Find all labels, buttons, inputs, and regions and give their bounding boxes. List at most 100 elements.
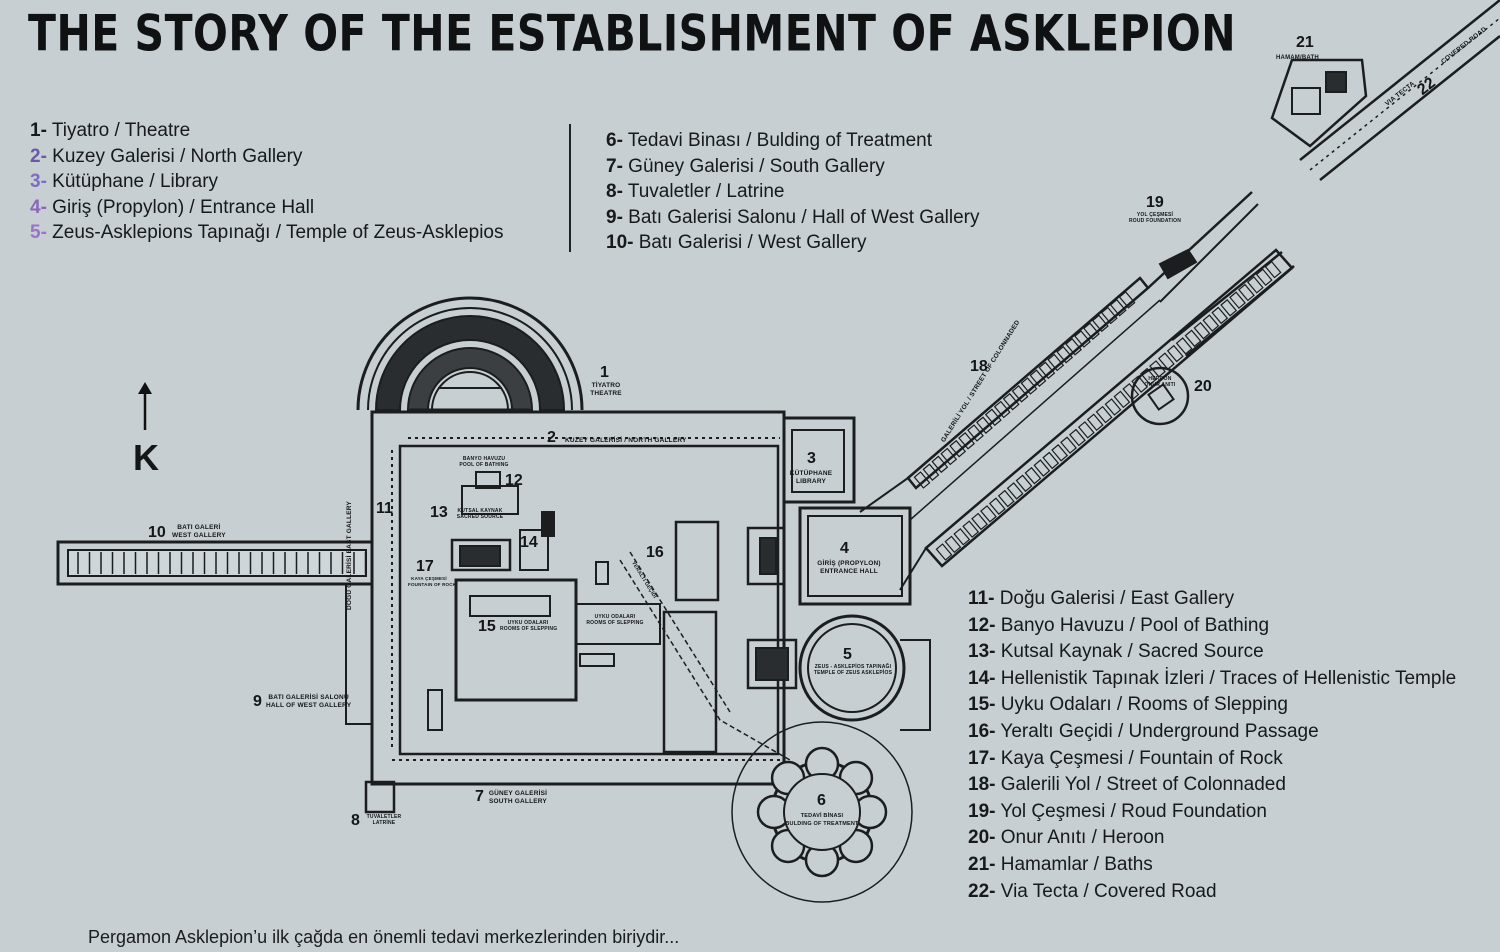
colonnade-cell [949, 439, 967, 458]
colonnade-cell [1056, 345, 1074, 364]
footer-text: Pergamon Asklepion’u ilk çağda en önemli… [88, 927, 680, 947]
colonnaded-street [859, 191, 1295, 591]
legend-item: 14- Hellenistik Tapınak İzleri / Traces … [968, 667, 1457, 689]
map-label-4: 4 [840, 540, 849, 557]
map-label-16: 16 [646, 544, 664, 561]
main-courtyard [370, 410, 786, 786]
colonnade-cell [1006, 482, 1024, 500]
map-label-9: 9 [253, 693, 262, 710]
legend-item: 2- Kuzey Galerisi / North Gallery [30, 145, 303, 167]
map-label-1: 1 [600, 364, 609, 381]
colonnade-cell [1246, 276, 1264, 294]
colonnade-cell [1038, 361, 1056, 380]
colonnade-cell [1175, 337, 1193, 355]
legend-item: 16- Yeraltı Geçidi / Underground Passage [968, 720, 1319, 742]
map-label-15: 15 [478, 618, 496, 635]
theatre [356, 296, 584, 412]
map-label-2: 2 [547, 429, 556, 446]
colonnade-cell [1051, 444, 1069, 462]
colonnade-cell [935, 543, 953, 561]
legend-right: 11- Doğu Galerisi / East Gallery 12- Ban… [968, 586, 1456, 905]
legend-item: 21- Hamamlar / Baths [968, 853, 1153, 875]
map-label-13: 13 [430, 504, 448, 521]
legend-item: 17- Kaya Çeşmesi / Fountain of Rock [968, 747, 1283, 769]
legend-item: 10- Batı Galerisi / West Gallery [606, 232, 867, 253]
map-label-7: 7 [475, 788, 484, 805]
baths-via-tecta [1270, 0, 1500, 181]
legend-item: 1- Tiyatro / Theatre [30, 120, 191, 141]
map-label-6: 6 [817, 792, 826, 809]
map-label-19: 19 [1146, 194, 1164, 211]
colonnade-cell [913, 471, 931, 489]
colonnade-cell [1074, 330, 1091, 348]
north-arrow-icon [138, 382, 152, 430]
colonnade-cell [1149, 360, 1166, 378]
colonnade-cell [1131, 375, 1149, 393]
legend-item: 6- Tedavi Binası / Bulding of Treatment [606, 130, 933, 151]
map-label-11-text: DOĞU GALERİSİ EAST GALLERY [346, 501, 353, 610]
colonnade-cell [1220, 299, 1238, 317]
colonnade-cell [997, 489, 1015, 508]
colonnade-cell [993, 400, 1011, 419]
interior-structures [427, 471, 791, 761]
colonnade-cell [1020, 377, 1038, 395]
colonnade-cell [931, 455, 949, 474]
treatment-building [731, 721, 913, 903]
west-gallery [56, 540, 374, 586]
colonnade-cell [958, 432, 975, 450]
road-fountain [1158, 248, 1198, 280]
colonnade-cell [1264, 260, 1282, 279]
colonnade-cell [1104, 398, 1122, 416]
colonnade-cell [1029, 369, 1047, 387]
colonnade-cell [1100, 306, 1118, 325]
colonnade-cell [1002, 392, 1020, 411]
colonnade-cell [1109, 298, 1127, 317]
legend-item: 22- Via Tecta / Covered Road [968, 880, 1217, 902]
legend-item: 19- Yol Çeşmesi / Roud Foundation [968, 800, 1267, 822]
colonnade-cell [1118, 291, 1136, 309]
colonnade-cell [1211, 306, 1229, 325]
colonnade-cell [953, 527, 971, 546]
map-label-20: 20 [1194, 378, 1212, 395]
colonnade-cell [988, 497, 1006, 515]
colonnade-cell [1193, 321, 1211, 340]
colonnade-cell [1060, 436, 1077, 454]
map-label-8: 8 [351, 812, 360, 829]
latrine [364, 780, 396, 814]
colonnade-cell [1238, 283, 1255, 302]
legend-item: 4- Giriş (Propylon) / Entrance Hall [30, 196, 315, 218]
legend-item: 3- Kütüphane / Library [30, 171, 219, 192]
colonnade-cell [1157, 352, 1175, 370]
legend-item: 7- Güney Galerisi / South Gallery [606, 155, 885, 177]
legend-item: 13- Kutsal Kaynak / Sacred Source [968, 641, 1264, 663]
colonnade-cell [1069, 428, 1086, 447]
north-label: K [133, 437, 159, 478]
legend-item: 9- Batı Galerisi Salonu / Hall of West G… [606, 206, 980, 228]
colonnade-cell [1042, 451, 1060, 470]
legend-item: 18- Galerili Yol / Street of Colonnaded [968, 774, 1286, 796]
colonnade-cell [1166, 344, 1184, 363]
colonnade-cell [967, 424, 984, 442]
colonnade-cell [1184, 329, 1202, 348]
colonnade-cell [1095, 405, 1113, 424]
map-label-17: 17 [416, 558, 434, 575]
library [782, 416, 856, 504]
map-label-10: 10 [148, 524, 166, 541]
colonnade-cell [1011, 385, 1029, 403]
colonnade-cell [1083, 322, 1100, 340]
